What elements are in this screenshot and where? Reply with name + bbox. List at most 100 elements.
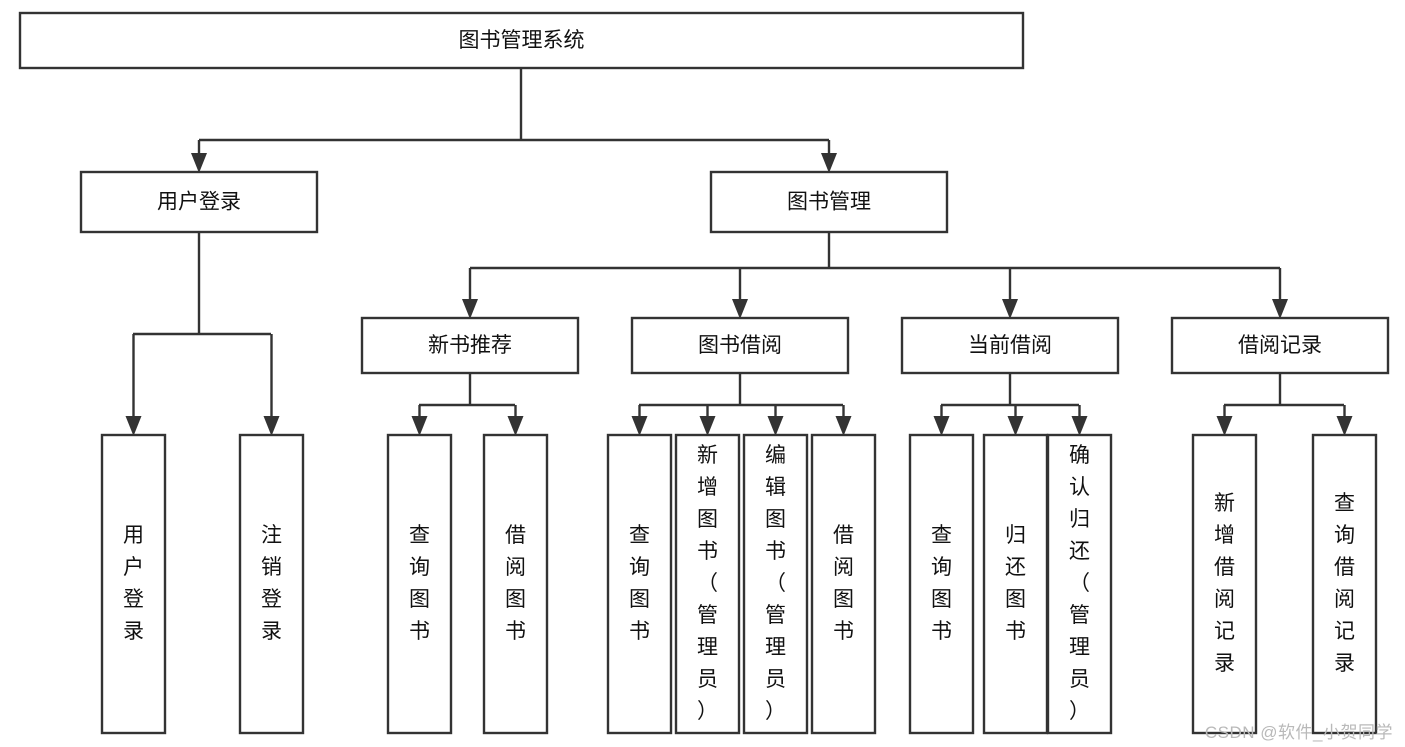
node-box	[606, 433, 673, 735]
node-label: 新书推荐	[428, 334, 512, 357]
node-root[interactable]: 图书管理系统	[18, 11, 1025, 70]
arrow-head	[835, 416, 852, 436]
edge-root-to-book-manage	[821, 140, 837, 173]
edge-borrow-record-to-leaf-query-record	[1336, 405, 1353, 436]
arrow-head	[732, 299, 748, 319]
connector-bus-book-borrow	[639, 373, 843, 407]
node-box	[360, 316, 580, 375]
node-current-borrow[interactable]: 当前借阅	[900, 316, 1120, 375]
node-box	[908, 433, 975, 735]
node-box	[900, 316, 1120, 375]
node-box	[630, 316, 850, 375]
node-leaf-user-login[interactable]: 用户登录	[100, 433, 167, 735]
node-borrow-record[interactable]: 借阅记录	[1170, 316, 1390, 375]
node-label: 借阅记录	[1238, 334, 1322, 357]
node-leaf-add-record[interactable]: 新增借阅记录	[1191, 433, 1258, 735]
node-label: 注销登录	[261, 524, 282, 643]
edge-borrow-record-to-leaf-add-record	[1216, 405, 1233, 436]
node-box	[982, 433, 1049, 735]
node-label: 查询借阅记录	[1334, 492, 1355, 675]
node-leaf-query-book-rec[interactable]: 查询图书	[386, 433, 453, 735]
connector-bus-borrow-record	[1224, 373, 1344, 407]
node-leaf-return-book[interactable]: 归还图书	[982, 433, 1049, 735]
arrow-head	[411, 416, 428, 436]
node-label: 借阅图书	[505, 524, 526, 643]
edge-book-manage-to-new-book-rec	[462, 268, 478, 319]
edge-user-login-to-leaf-user-login	[125, 334, 142, 436]
node-label: 新增借阅记录	[1214, 492, 1235, 675]
node-box	[482, 433, 549, 735]
connector-bus-user-login	[133, 232, 271, 336]
node-label: 图书借阅	[698, 334, 782, 357]
arrow-head	[821, 153, 837, 173]
edge-book-manage-to-current-borrow	[1002, 268, 1018, 319]
node-leaf-query-record[interactable]: 查询借阅记录	[1311, 433, 1378, 735]
edge-new-book-rec-to-leaf-borrow-book-rec	[507, 405, 524, 436]
node-book-manage[interactable]: 图书管理	[709, 170, 949, 234]
node-leaf-user-logout[interactable]: 注销登录	[238, 433, 305, 735]
edge-book-borrow-to-leaf-query-book-bor	[631, 405, 648, 436]
node-book-borrow[interactable]: 图书借阅	[630, 316, 850, 375]
arrow-head	[1071, 416, 1088, 436]
arrow-head	[125, 416, 142, 436]
arrow-head	[767, 416, 784, 436]
node-label: 归还图书	[1005, 524, 1026, 643]
arrow-head	[1336, 416, 1353, 436]
arrow-head	[631, 416, 648, 436]
node-box	[18, 11, 1025, 70]
node-label: 确认归还（管理员）	[1069, 444, 1090, 723]
node-box	[1170, 316, 1390, 375]
node-box	[1191, 433, 1258, 735]
connector-bus-current-borrow	[941, 373, 1079, 407]
edge-book-manage-to-borrow-record	[1272, 268, 1288, 319]
node-leaf-borrow-book-rec[interactable]: 借阅图书	[482, 433, 549, 735]
edge-new-book-rec-to-leaf-query-book-rec	[411, 405, 428, 436]
connector-bus-new-book-rec	[419, 373, 515, 407]
node-box	[1046, 433, 1113, 735]
arrow-head	[699, 416, 716, 436]
edge-book-borrow-to-leaf-add-book	[699, 405, 716, 436]
arrow-head	[1002, 299, 1018, 319]
node-box	[709, 170, 949, 234]
watermark-label: CSDN @软件_小贺同学	[1204, 723, 1393, 742]
node-label: 借阅图书	[833, 524, 854, 643]
node-leaf-confirm-return[interactable]: 确认归还（管理员）	[1046, 433, 1113, 735]
node-leaf-edit-book[interactable]: 编辑图书（管理员）	[742, 433, 809, 735]
connector-bus-root	[199, 68, 829, 142]
connector-layer	[125, 68, 1353, 436]
node-box	[238, 433, 305, 735]
node-leaf-add-book[interactable]: 新增图书（管理员）	[674, 433, 741, 735]
node-label: 当前借阅	[968, 334, 1052, 357]
node-box	[1311, 433, 1378, 735]
node-user-login[interactable]: 用户登录	[79, 170, 319, 234]
node-box	[810, 433, 877, 735]
arrow-head	[1216, 416, 1233, 436]
node-label: 查询图书	[629, 524, 650, 643]
node-box	[674, 433, 741, 735]
arrow-head	[462, 299, 478, 319]
node-leaf-query-book-cur[interactable]: 查询图书	[908, 433, 975, 735]
edge-book-manage-to-book-borrow	[732, 268, 748, 319]
arrow-head	[191, 153, 207, 173]
node-label: 图书管理	[787, 191, 871, 214]
arrow-head	[507, 416, 524, 436]
node-box	[79, 170, 319, 234]
node-leaf-query-book-bor[interactable]: 查询图书	[606, 433, 673, 735]
edge-book-borrow-to-leaf-borrow-book-bor	[835, 405, 852, 436]
arrow-head	[1272, 299, 1288, 319]
node-label: 图书管理系统	[459, 29, 585, 52]
edge-current-borrow-to-leaf-confirm-return	[1071, 405, 1088, 436]
node-label: 查询图书	[409, 524, 430, 643]
node-label: 用户登录	[123, 524, 144, 643]
arrow-head	[933, 416, 950, 436]
arrow-head	[1007, 416, 1024, 436]
node-label: 新增图书（管理员）	[697, 444, 718, 723]
node-layer: 图书管理系统用户登录图书管理新书推荐图书借阅当前借阅借阅记录用户登录注销登录查询…	[18, 11, 1390, 735]
node-leaf-borrow-book-bor[interactable]: 借阅图书	[810, 433, 877, 735]
edge-root-to-user-login	[191, 140, 207, 173]
edge-user-login-to-leaf-user-logout	[263, 334, 280, 436]
node-box	[100, 433, 167, 735]
node-new-book-rec[interactable]: 新书推荐	[360, 316, 580, 375]
